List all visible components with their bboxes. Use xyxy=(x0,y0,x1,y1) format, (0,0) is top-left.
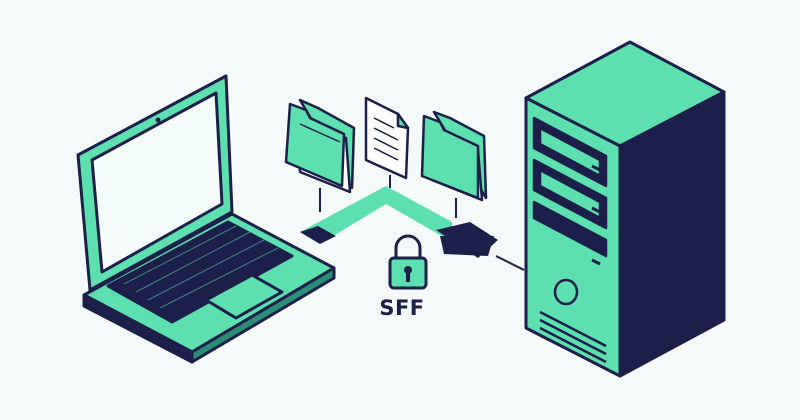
laptop-keyboard-keys xyxy=(123,225,279,309)
document-icon xyxy=(364,96,410,180)
padlock-icon xyxy=(388,234,428,290)
folder-icon xyxy=(420,110,488,202)
server-drive-bays xyxy=(532,116,608,266)
folder-icon xyxy=(284,98,356,194)
server-power-button xyxy=(553,278,579,306)
transfer-arrow-icon xyxy=(300,186,498,258)
server-tower-icon xyxy=(524,40,726,378)
connector-lines xyxy=(319,175,525,271)
laptop-icon xyxy=(76,74,336,364)
protocol-label: SFF xyxy=(379,296,425,320)
server-vents xyxy=(539,310,607,364)
